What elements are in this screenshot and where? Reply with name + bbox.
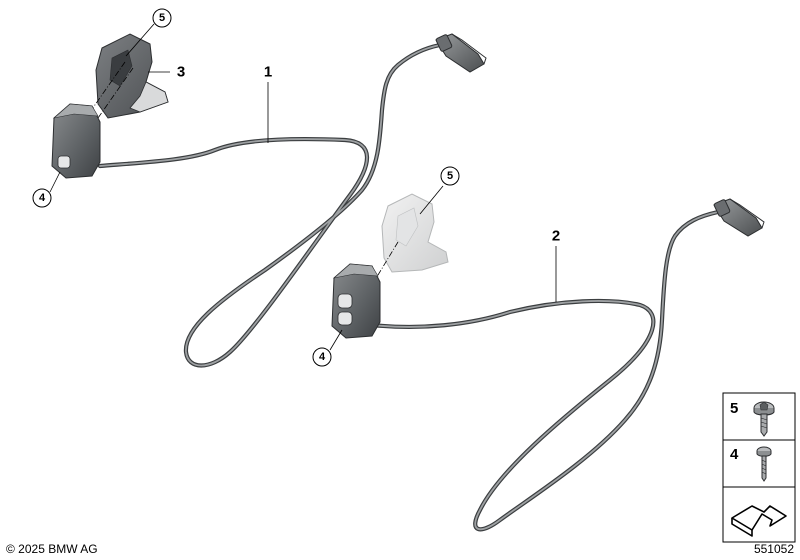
callout-5-top: 5 [152, 8, 172, 28]
switch-housing-middle [331, 263, 381, 339]
callout-2-label: 2 [552, 228, 560, 245]
assembly-line-top-a [89, 61, 126, 113]
diagram-number: 551052 [754, 542, 794, 556]
assembly-arrow-icon [731, 505, 787, 537]
connector-1 [435, 33, 487, 73]
assembly-line-top-b [97, 67, 134, 119]
switch-cover-dark [95, 33, 169, 119]
switch-housing-top [51, 103, 101, 179]
cable-2-core [371, 211, 719, 531]
legend-row-5-label: 5 [730, 400, 738, 417]
connector-2 [713, 198, 765, 237]
leader-5-top [125, 23, 155, 57]
copyright-text: © 2025 BMW AG [6, 542, 98, 556]
callout-4-top-label: 4 [39, 192, 46, 204]
switch-button-top [57, 155, 71, 169]
callout-4-middle-label: 4 [319, 351, 326, 363]
assembly-line-middle [377, 241, 399, 276]
callout-5-middle-label: 5 [447, 170, 453, 182]
leader-5-middle [419, 185, 444, 215]
switch-button-upper [337, 293, 353, 309]
callout-5-top-label: 5 [159, 12, 165, 24]
callout-4-top: 4 [32, 188, 52, 208]
callout-3-label: 3 [177, 64, 185, 81]
callout-1-label: 1 [264, 64, 272, 81]
leader-4-top [49, 171, 61, 193]
callout-5-middle: 5 [440, 166, 460, 186]
switch-cover-light [381, 193, 449, 273]
fastener-legend: 5 4 [722, 392, 796, 543]
callout-4-middle: 4 [312, 347, 332, 367]
legend-row-4-label: 4 [730, 446, 739, 463]
cable-1-core [99, 44, 441, 367]
switch-button-lower [337, 311, 353, 326]
leader-4-middle [329, 329, 343, 351]
pan-head-screw-icon [756, 446, 772, 482]
wiring-harness-2 [369, 198, 765, 532]
wiring-harness-1 [97, 33, 487, 368]
torx-screw-icon [753, 401, 775, 437]
